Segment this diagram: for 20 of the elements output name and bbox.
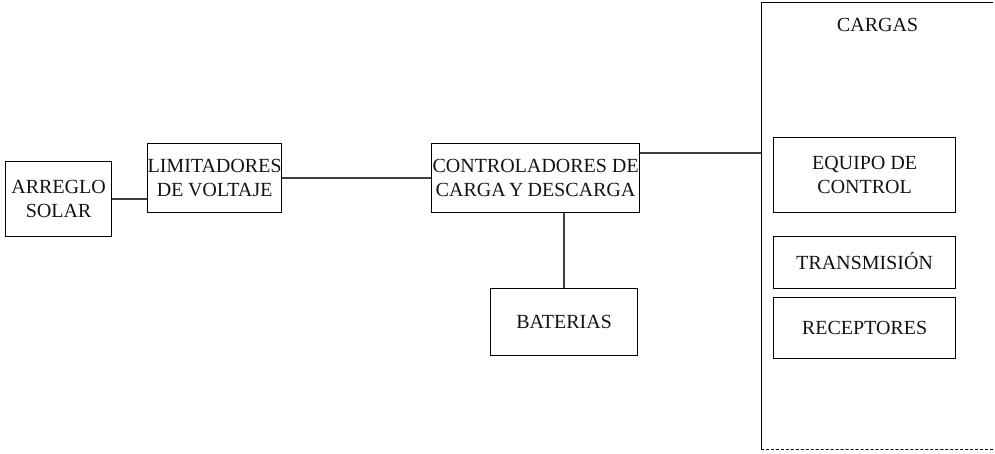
connector-line <box>640 152 761 154</box>
process-box <box>773 137 956 213</box>
box-label: BATERIAS <box>516 310 612 334</box>
box-label: CARGAS <box>836 13 920 37</box>
connector-line <box>563 213 565 288</box>
group-panel <box>761 2 993 450</box>
connector-line <box>112 198 147 200</box>
box-label: RECEPTORES <box>802 316 928 340</box>
box-label: ARREGLO SOLAR <box>10 175 107 223</box>
process-box <box>431 143 640 213</box>
process-box <box>490 288 638 356</box>
process-box <box>773 297 956 359</box>
box-label: CONTROLADORES DE CARGA Y DESCARGA <box>432 154 639 202</box>
box-label: LIMITADORES DE VOLTAJE <box>148 154 282 202</box>
box-label: EQUIPO DE CONTROL <box>811 151 918 199</box>
box-label: TRANSMISIÓN <box>796 250 933 274</box>
process-box <box>5 161 112 237</box>
process-box <box>147 143 282 213</box>
connector-line <box>282 177 431 179</box>
process-box <box>773 236 956 289</box>
